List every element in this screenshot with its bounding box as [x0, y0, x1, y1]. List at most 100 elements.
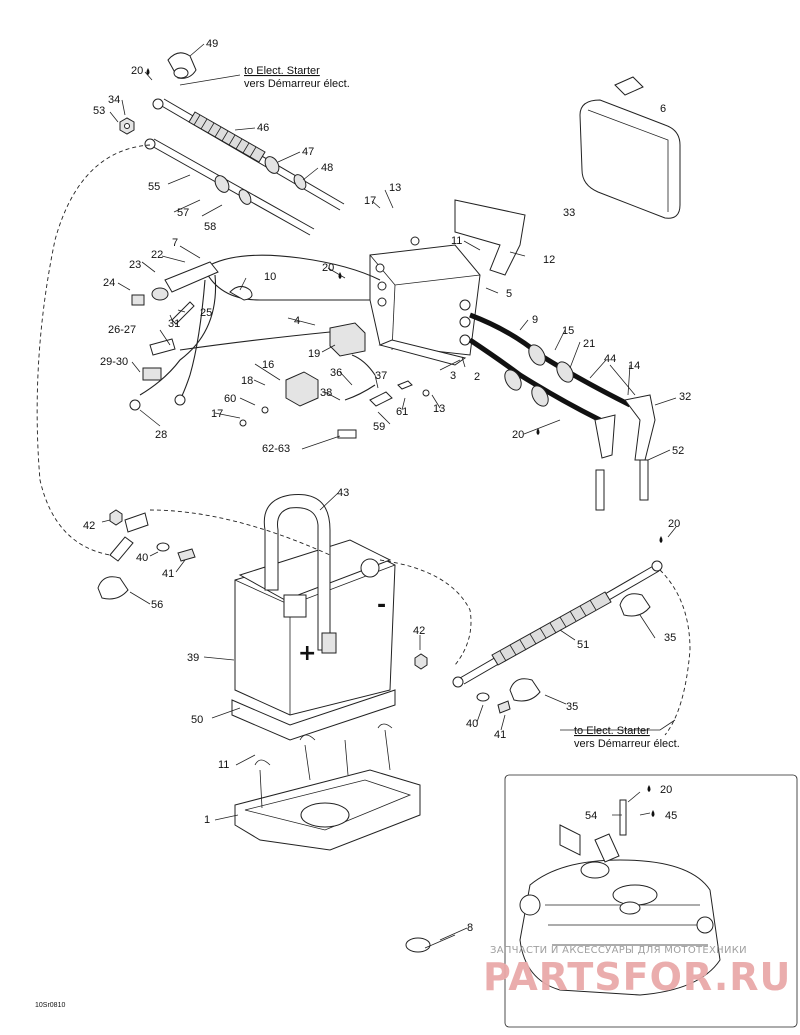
routing-lines: [36, 144, 691, 736]
callout-35: 35: [664, 632, 676, 644]
callout-3: 3: [450, 370, 456, 382]
callout-34: 34: [108, 94, 120, 106]
callout-50: 50: [191, 714, 203, 726]
callout-17: 17: [364, 195, 376, 207]
nut-53: [119, 117, 135, 135]
callout-28: 28: [155, 429, 167, 441]
callout-20-c: 20: [512, 429, 524, 441]
callout-23: 23: [129, 259, 141, 271]
drop-icon: [659, 536, 663, 543]
battery-pad-50: [231, 689, 396, 741]
callout-11-b: 11: [218, 759, 229, 771]
callout-29-30: 29-30: [100, 356, 128, 368]
callout-58: 58: [204, 221, 216, 233]
callout-4: 4: [294, 315, 300, 327]
callout-25: 25: [200, 307, 212, 319]
callout-56: 56: [151, 599, 163, 611]
callout-6: 6: [660, 103, 666, 115]
callout-9: 9: [532, 314, 538, 326]
callout-21: 21: [583, 338, 595, 350]
callout-62-63: 62-63: [262, 443, 290, 455]
callout-49: 49: [206, 38, 218, 50]
callout-41-b: 41: [494, 729, 506, 741]
callout-15: 15: [562, 325, 574, 337]
callout-41: 41: [162, 568, 174, 580]
callout-1: 1: [204, 814, 210, 826]
callout-42-b: 42: [413, 625, 425, 637]
callout-42: 42: [83, 520, 95, 532]
battery-cable-51: [452, 560, 663, 688]
callouts: 49 20 34 53 46 47 48 55 57 58 7 22 23 24…: [83, 38, 691, 934]
drawing-code: 10Sr0810: [35, 1002, 65, 1009]
callout-19: 19: [308, 348, 320, 360]
callout-18: 18: [241, 375, 253, 387]
engine-inset: [504, 774, 798, 1028]
callout-17-b: 17: [211, 408, 223, 420]
callout-5: 5: [506, 288, 512, 300]
callout-11: 11: [451, 235, 462, 247]
harness-left: [129, 254, 381, 411]
callout-20-b: 20: [322, 262, 334, 274]
hardware-40-41-42: [97, 509, 511, 714]
callout-51: 51: [577, 639, 589, 651]
callout-12: 12: [543, 254, 555, 266]
callout-36: 36: [330, 367, 342, 379]
callout-45: 45: [665, 810, 677, 822]
callout-8: 8: [467, 922, 473, 934]
drop-icon: [651, 810, 655, 817]
grease-drops: [146, 68, 663, 817]
callout-24: 24: [103, 277, 115, 289]
callout-7: 7: [172, 237, 178, 249]
callout-31: 31: [168, 318, 180, 330]
callout-32: 32: [679, 391, 691, 403]
callout-47: 47: [302, 146, 314, 158]
callout-40-b: 40: [466, 718, 478, 730]
callout-57: 57: [177, 207, 189, 219]
box-assembly: [369, 199, 526, 366]
note-starter-top-en: to Elect. Starter: [244, 65, 320, 77]
boots-35: [509, 593, 651, 702]
note-starter-bottom-en: to Elect. Starter: [574, 725, 650, 737]
starter-notes: to Elect. Starter vers Démarreur élect. …: [244, 65, 680, 750]
watermark-tagline: ЗАПЧАСТИ И АКСЕССУАРЫ ДЛЯ МОТОТЕХНИКИ: [490, 945, 747, 956]
callout-14: 14: [628, 360, 640, 372]
callout-26-27: 26-27: [108, 324, 136, 336]
ignition-leads: [468, 312, 656, 511]
callout-13: 13: [389, 182, 401, 194]
callout-22: 22: [151, 249, 163, 261]
battery-tray-1: [234, 723, 421, 851]
watermark-logo: PARTSFOR.RU: [483, 955, 791, 999]
callout-40: 40: [136, 552, 148, 564]
callout-33: 33: [563, 207, 575, 219]
housing-33: [579, 76, 681, 219]
callout-39: 39: [187, 652, 199, 664]
drop-icon: [146, 68, 150, 75]
callout-20-e: 20: [660, 784, 672, 796]
leader-lines: [101, 43, 677, 941]
callout-13-b: 13: [433, 403, 445, 415]
boot-49: [167, 52, 197, 79]
callout-16: 16: [262, 359, 274, 371]
relay-and-switch: [239, 322, 430, 439]
callout-46: 46: [257, 122, 269, 134]
battery-39: + -: [234, 493, 396, 716]
callout-55: 55: [148, 181, 160, 193]
callout-53: 53: [93, 105, 105, 117]
callout-60: 60: [224, 393, 236, 405]
callout-37: 37: [375, 370, 387, 382]
positive-terminal-sign: +: [298, 641, 316, 666]
callout-48: 48: [321, 162, 333, 174]
note-starter-top-fr: vers Démarreur élect.: [244, 78, 350, 90]
clamp-8: [405, 934, 456, 953]
drop-icon: [338, 272, 342, 279]
note-starter-bottom-fr: vers Démarreur élect.: [574, 738, 680, 750]
callout-20-d: 20: [668, 518, 680, 530]
callout-54: 54: [585, 810, 597, 822]
callout-43: 43: [337, 487, 349, 499]
callout-20: 20: [131, 65, 143, 77]
callout-44: 44: [604, 353, 616, 365]
callout-38: 38: [320, 387, 332, 399]
watermark: ЗАПЧАСТИ И АКСЕССУАРЫ ДЛЯ МОТОТЕХНИКИ PA…: [483, 945, 791, 999]
callout-10: 10: [264, 271, 276, 283]
